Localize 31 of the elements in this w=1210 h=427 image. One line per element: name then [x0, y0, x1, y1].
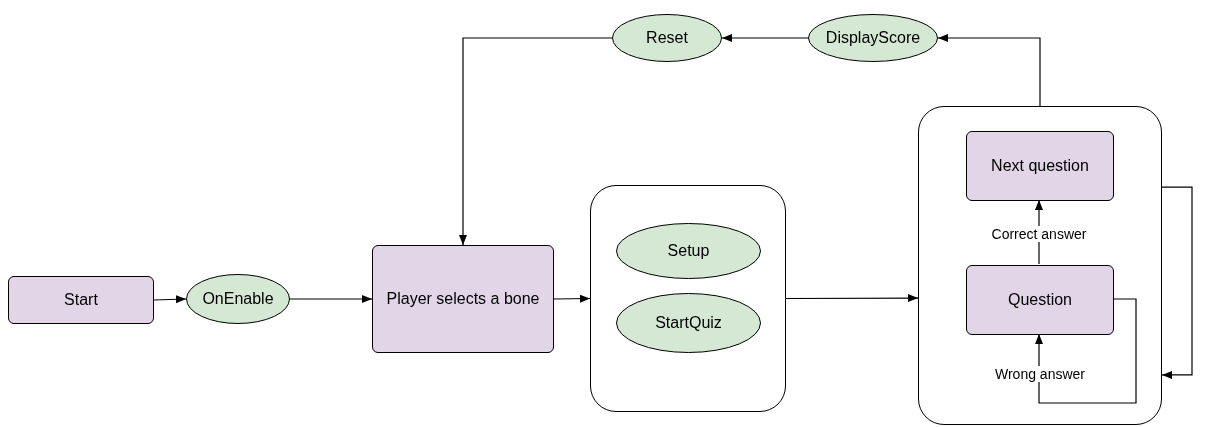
event-ellipse	[616, 293, 761, 353]
node-label: Next question	[990, 155, 1090, 176]
node-label: DisplayScore	[824, 27, 922, 48]
node-label: Reset	[645, 27, 689, 48]
event-ellipse	[186, 274, 290, 324]
node-label: Setup	[666, 240, 711, 261]
arrow	[553, 294, 591, 303]
arrow	[1161, 186, 1193, 379]
arrow	[1035, 298, 1137, 404]
arrow	[289, 295, 373, 303]
container-box	[918, 106, 1162, 425]
edge-label: Wrong answer	[994, 366, 1086, 382]
arrow	[785, 294, 919, 303]
event-ellipse	[612, 14, 722, 62]
node-label: StartQuiz	[654, 312, 723, 333]
event-ellipse	[616, 223, 761, 279]
process-box	[966, 131, 1114, 201]
process-box	[966, 265, 1114, 335]
arrow	[153, 295, 187, 304]
edge-label: Correct answer	[990, 226, 1088, 242]
event-ellipse	[808, 14, 938, 62]
arrow	[721, 34, 809, 42]
node-label: OnEnable	[201, 288, 275, 309]
process-box	[372, 245, 554, 353]
node-label: Question	[1006, 289, 1073, 310]
node-label: Player selects a bone	[385, 288, 541, 309]
arrow	[937, 34, 1041, 107]
container-box	[590, 185, 786, 412]
process-box	[8, 276, 154, 324]
node-label: Start	[63, 289, 99, 310]
arrow	[459, 37, 613, 246]
